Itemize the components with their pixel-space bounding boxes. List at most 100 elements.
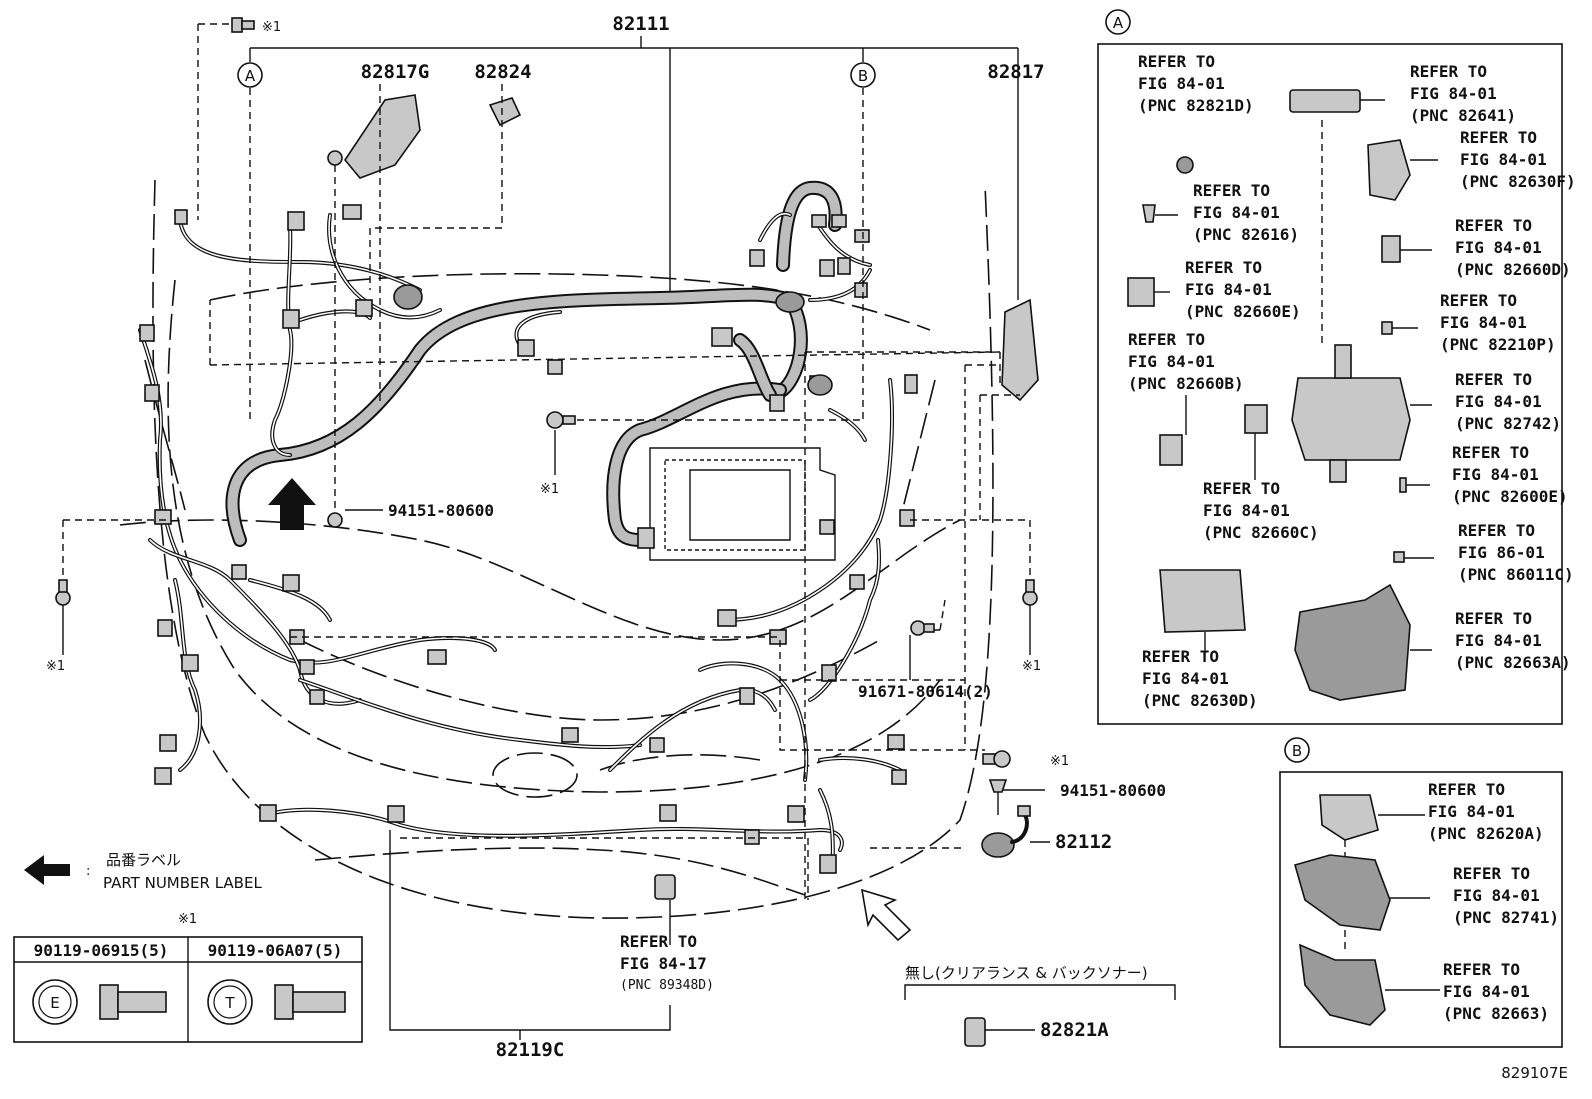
svg-text:FIG 84-01: FIG 84-01 — [1443, 982, 1530, 1001]
svg-text:B: B — [1292, 742, 1302, 760]
svg-text:REFER TO: REFER TO — [1440, 291, 1517, 310]
svg-text:(PNC 82660D): (PNC 82660D) — [1455, 260, 1571, 279]
svg-text:品番ラベル: 品番ラベル — [106, 851, 181, 869]
ref-82600e: REFER TO FIG 84-01 (PNC 82600E) — [1452, 443, 1568, 506]
bolt-table-col2: 90119-06A07(5) — [208, 941, 343, 960]
bolt-91671 — [910, 620, 935, 636]
part-label-94151-right: 94151-80600 — [1060, 781, 1166, 800]
refer-fig-84-17: REFER TO FIG 84-17 (PNC 89348D) — [620, 932, 714, 993]
part-label-82111: 82111 — [612, 13, 669, 35]
mark-note-bolt: ※1 — [1050, 754, 1069, 769]
svg-text:REFER TO: REFER TO — [1453, 864, 1530, 883]
ref-82630d: REFER TO FIG 84-01 (PNC 82630D) — [1142, 647, 1258, 710]
svg-text:FIG 84-01: FIG 84-01 — [1185, 280, 1272, 299]
panel-b: B REFER TO FIG 84-01 (PNC 82620A) REFER … — [1279, 737, 1563, 1048]
bolt-table-mark: ※1 — [178, 912, 197, 927]
svg-text:FIG 84-17: FIG 84-17 — [620, 954, 707, 973]
ref-82660e: REFER TO FIG 84-01 (PNC 82660E) — [1185, 258, 1301, 321]
ref-82641: REFER TO FIG 84-01 (PNC 82641) — [1410, 62, 1516, 125]
ref-82663: REFER TO FIG 84-01 (PNC 82663) — [1443, 960, 1549, 1023]
svg-text:(PNC 82663A): (PNC 82663A) — [1455, 653, 1571, 672]
part-label-82821a: 82821A — [1040, 1019, 1109, 1041]
svg-text:(PNC 82600E): (PNC 82600E) — [1452, 487, 1568, 506]
mark-note-right: ※1 — [1022, 659, 1041, 674]
svg-text::: : — [86, 864, 90, 879]
legend-part-number-label: : 品番ラベル PART NUMBER LABEL — [24, 851, 262, 892]
svg-text:(PNC 82660C): (PNC 82660C) — [1203, 523, 1319, 542]
svg-text:A: A — [245, 67, 256, 85]
variant-note: 無し(クリアランス & バックソナー) — [905, 964, 1148, 982]
clip-82824 — [488, 97, 522, 127]
svg-text:PART NUMBER LABEL: PART NUMBER LABEL — [103, 874, 262, 892]
svg-text:(PNC 82210P): (PNC 82210P) — [1440, 335, 1556, 354]
svg-text:REFER TO: REFER TO — [1185, 258, 1262, 277]
svg-text:REFER TO: REFER TO — [1138, 52, 1215, 71]
svg-text:FIG 84-01: FIG 84-01 — [1142, 669, 1229, 688]
svg-text:(PNC 82630F): (PNC 82630F) — [1460, 172, 1576, 191]
svg-text:(PNC 82741): (PNC 82741) — [1453, 908, 1559, 927]
part-82821a-connector — [964, 1017, 986, 1047]
ref-82742: REFER TO FIG 84-01 (PNC 82742) — [1455, 370, 1561, 433]
svg-text:FIG 84-01: FIG 84-01 — [1455, 631, 1542, 650]
part-label-82824: 82824 — [474, 61, 531, 83]
svg-text:FIG 84-01: FIG 84-01 — [1452, 465, 1539, 484]
part-number-label-arrow-main — [268, 478, 316, 530]
ref-82210p: REFER TO FIG 84-01 (PNC 82210P) — [1440, 291, 1556, 354]
part-label-82817: 82817 — [987, 61, 1044, 83]
clip-94151-main — [327, 512, 343, 528]
ref-82616: REFER TO FIG 84-01 (PNC 82616) — [1193, 181, 1299, 244]
ref-82741: REFER TO FIG 84-01 (PNC 82741) — [1453, 864, 1559, 927]
svg-text:(PNC 82742): (PNC 82742) — [1455, 414, 1561, 433]
svg-text:REFER TO: REFER TO — [1455, 216, 1532, 235]
svg-text:REFER TO: REFER TO — [1455, 370, 1532, 389]
svg-text:(PNC 82630D): (PNC 82630D) — [1142, 691, 1258, 710]
ref-82663a: REFER TO FIG 84-01 (PNC 82663A) — [1455, 609, 1571, 672]
center-junction-block — [637, 447, 836, 561]
part-label-82817g: 82817G — [361, 61, 430, 83]
svg-text:FIG 84-01: FIG 84-01 — [1455, 392, 1542, 411]
panel-a: A REFER TO FIG 8 — [1097, 9, 1576, 725]
clip-94151-right — [988, 779, 1008, 793]
svg-text:(PNC 89348D): (PNC 89348D) — [620, 978, 714, 993]
part-82112-sensor — [981, 805, 1031, 858]
svg-text:REFER TO: REFER TO — [1193, 181, 1270, 200]
svg-text:(PNC 82660B): (PNC 82660B) — [1128, 374, 1244, 393]
svg-text:REFER TO: REFER TO — [1128, 330, 1205, 349]
svg-text:REFER TO: REFER TO — [620, 932, 697, 951]
svg-text:(PNC 82663): (PNC 82663) — [1443, 1004, 1549, 1023]
branch-wires — [138, 211, 902, 872]
ref-82660d: REFER TO FIG 84-01 (PNC 82660D) — [1455, 216, 1571, 279]
mark-note-top: ※1 — [262, 20, 281, 35]
svg-text:(PNC 82660E): (PNC 82660E) — [1185, 302, 1301, 321]
part-label-82112: 82112 — [1055, 831, 1112, 853]
callout-b-main: B — [850, 62, 876, 88]
bolt-table: ※1 90119-06915(5) 90119-06A07(5) E T — [13, 912, 363, 1043]
bolt-center — [546, 411, 576, 429]
svg-text:(PNC 86011C): (PNC 86011C) — [1458, 565, 1574, 584]
svg-text:REFER TO: REFER TO — [1460, 128, 1537, 147]
svg-text:FIG 84-01: FIG 84-01 — [1428, 802, 1515, 821]
view-direction-arrow — [860, 888, 912, 942]
svg-text:FIG 84-01: FIG 84-01 — [1410, 84, 1497, 103]
part-label-82119c: 82119C — [496, 1039, 565, 1061]
ref-82660c: REFER TO FIG 84-01 (PNC 82660C) — [1203, 479, 1319, 542]
svg-text:REFER TO: REFER TO — [1410, 62, 1487, 81]
svg-text:A: A — [1113, 14, 1124, 32]
svg-text:REFER TO: REFER TO — [1428, 780, 1505, 799]
svg-text:REFER TO: REFER TO — [1203, 479, 1280, 498]
ref-82620a: REFER TO FIG 84-01 (PNC 82620A) — [1428, 780, 1544, 843]
svg-text:FIG 84-01: FIG 84-01 — [1440, 313, 1527, 332]
figure-id: 829107E — [1501, 1064, 1568, 1082]
svg-text:REFER TO: REFER TO — [1443, 960, 1520, 979]
svg-text:FIG 84-01: FIG 84-01 — [1193, 203, 1280, 222]
svg-text:REFER TO: REFER TO — [1455, 609, 1532, 628]
svg-text:B: B — [858, 67, 868, 85]
mark-note-left: ※1 — [46, 659, 65, 674]
svg-text:(PNC 82641): (PNC 82641) — [1410, 106, 1516, 125]
main-wire-harness — [225, 180, 843, 547]
svg-text:FIG 84-01: FIG 84-01 — [1203, 501, 1290, 520]
svg-text:(PNC 82821D): (PNC 82821D) — [1138, 96, 1254, 115]
bracket-82817g — [327, 94, 421, 179]
svg-text:FIG 84-01: FIG 84-01 — [1138, 74, 1225, 93]
